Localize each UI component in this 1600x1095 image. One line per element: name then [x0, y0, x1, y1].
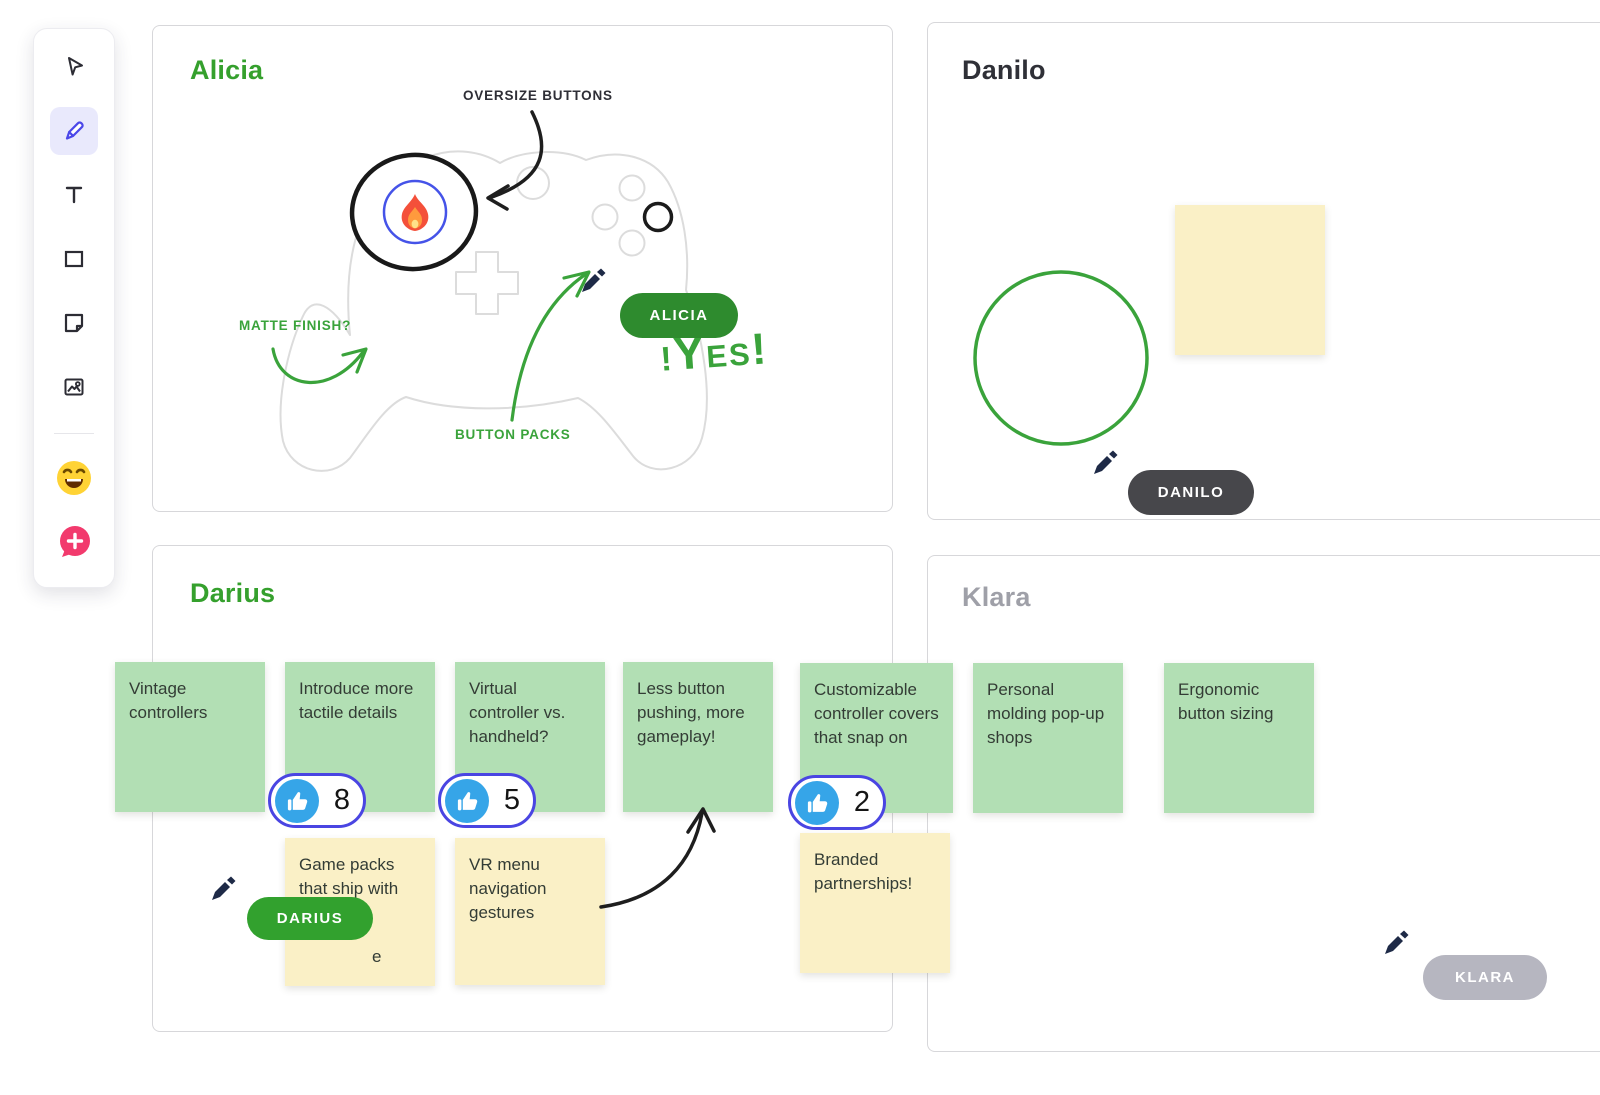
text-tool-button[interactable] [50, 171, 98, 219]
thumbs-up-icon [275, 778, 319, 823]
toolbar-divider [54, 433, 94, 434]
cursor-badge-klara: KLARA [1423, 955, 1547, 1000]
pencil-cursor-alicia [578, 266, 608, 296]
add-comment-icon [60, 526, 90, 557]
text-icon [65, 186, 83, 204]
frame-title-alicia[interactable]: Alicia [190, 55, 264, 85]
vote-count: 2 [853, 786, 870, 818]
sticky-note-vr-menu[interactable]: VR menu navigation gestures [455, 838, 605, 985]
vote-badge-covers[interactable]: 2 [788, 775, 886, 830]
sticky-note-branded[interactable]: Branded partnerships! [800, 833, 950, 973]
frame-title-klara[interactable]: Klara [962, 582, 1031, 612]
pen-tool-button[interactable] [50, 107, 98, 155]
cursor-badge-darius: DARIUS [247, 897, 373, 940]
annotation-oversize-buttons[interactable]: OVERSIZE BUTTONS [463, 88, 613, 103]
thumbs-up-icon [795, 780, 839, 825]
image-tool-button[interactable] [50, 363, 98, 411]
sticky-note-danilo-blank[interactable] [1175, 205, 1325, 355]
comment-tool-button[interactable] [50, 518, 98, 566]
tool-palette [33, 28, 115, 588]
cursor-icon [68, 57, 83, 76]
pen-icon [65, 121, 84, 140]
pencil-cursor-klara [1381, 928, 1411, 958]
vote-count: 5 [503, 784, 520, 816]
sticky-note-icon [64, 313, 84, 333]
vote-badge-virtual[interactable]: 5 [438, 773, 536, 828]
select-tool-button[interactable] [50, 43, 98, 91]
cursor-badge-danilo: DANILO [1128, 470, 1254, 515]
annotation-matte-finish[interactable]: MATTE FINISH? [239, 318, 352, 333]
sticky-note-tool-button[interactable] [50, 299, 98, 347]
thumbs-up-icon [445, 778, 489, 823]
emoji-tool-button[interactable] [50, 454, 98, 502]
cursor-badge-alicia: ALICIA [620, 293, 738, 338]
rectangle-icon [64, 250, 84, 268]
pencil-cursor-darius [208, 874, 238, 904]
sticky-note-ergonomic[interactable]: Ergonomic button sizing [1164, 663, 1314, 813]
sticky-note-less-buttons[interactable]: Less button pushing, more gameplay! [623, 662, 773, 812]
vote-badge-tactile[interactable]: 8 [268, 773, 366, 828]
smiley-emoji-icon [57, 461, 91, 495]
frame-title-danilo[interactable]: Danilo [962, 55, 1046, 85]
annotation-button-packs[interactable]: BUTTON PACKS [455, 427, 571, 442]
frame-title-darius[interactable]: Darius [190, 578, 276, 608]
pencil-cursor-danilo [1090, 448, 1120, 478]
shape-tool-button[interactable] [50, 235, 98, 283]
sticky-note-vintage[interactable]: Vintage controllers [115, 662, 265, 812]
vote-count: 8 [333, 784, 350, 816]
image-icon [64, 378, 84, 396]
hidden-text-fragment: e [372, 947, 382, 966]
sticky-note-pop-up-shops[interactable]: Personal molding pop-up shops [973, 663, 1123, 813]
